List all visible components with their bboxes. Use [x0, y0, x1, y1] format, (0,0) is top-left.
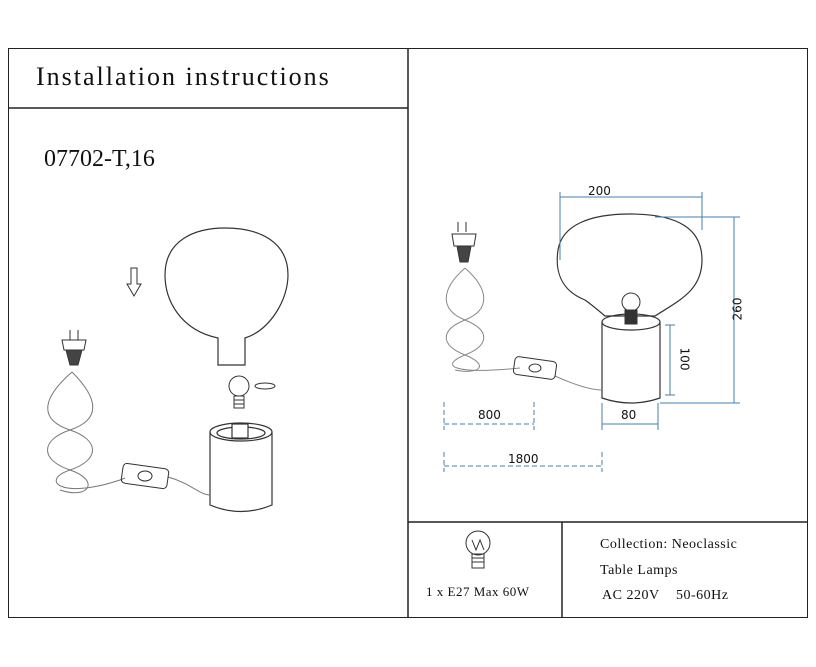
dim-cord-length: 1800: [508, 452, 539, 466]
bulb-icon: [465, 530, 491, 569]
page-title: Installation instructions: [36, 62, 331, 91]
base: [601, 313, 661, 404]
dim-base-height: 100: [677, 347, 692, 371]
dim-total-height: 260: [730, 297, 745, 321]
model-number: 07702-T,16: [44, 146, 155, 172]
frequency: 50-60Hz: [676, 588, 729, 603]
down-arrow-icon: [126, 267, 142, 297]
bulb: [621, 292, 641, 325]
product-type: Table Lamps: [600, 563, 678, 578]
dimension-lines: [443, 192, 740, 472]
dim-base-width: 80: [621, 408, 637, 422]
collection-label: Collection: Neoclassic: [600, 537, 738, 552]
plug-icon: [451, 222, 477, 263]
cord: [445, 267, 603, 391]
dim-shade-width: 200: [588, 184, 611, 198]
lampshade: [556, 213, 703, 317]
switch: [512, 356, 558, 380]
switch-left: [120, 462, 170, 490]
cord-exploded: [47, 371, 211, 496]
dim-switch-cord: 800: [478, 408, 501, 422]
plug-icon-left: [61, 330, 87, 366]
bulb-spec: 1 x E27 Max 60W: [426, 584, 530, 599]
base-exploded: [209, 422, 273, 513]
lampshade-exploded: [164, 227, 289, 366]
voltage: AC 220V: [602, 588, 660, 603]
bulb-exploded: [228, 375, 276, 409]
